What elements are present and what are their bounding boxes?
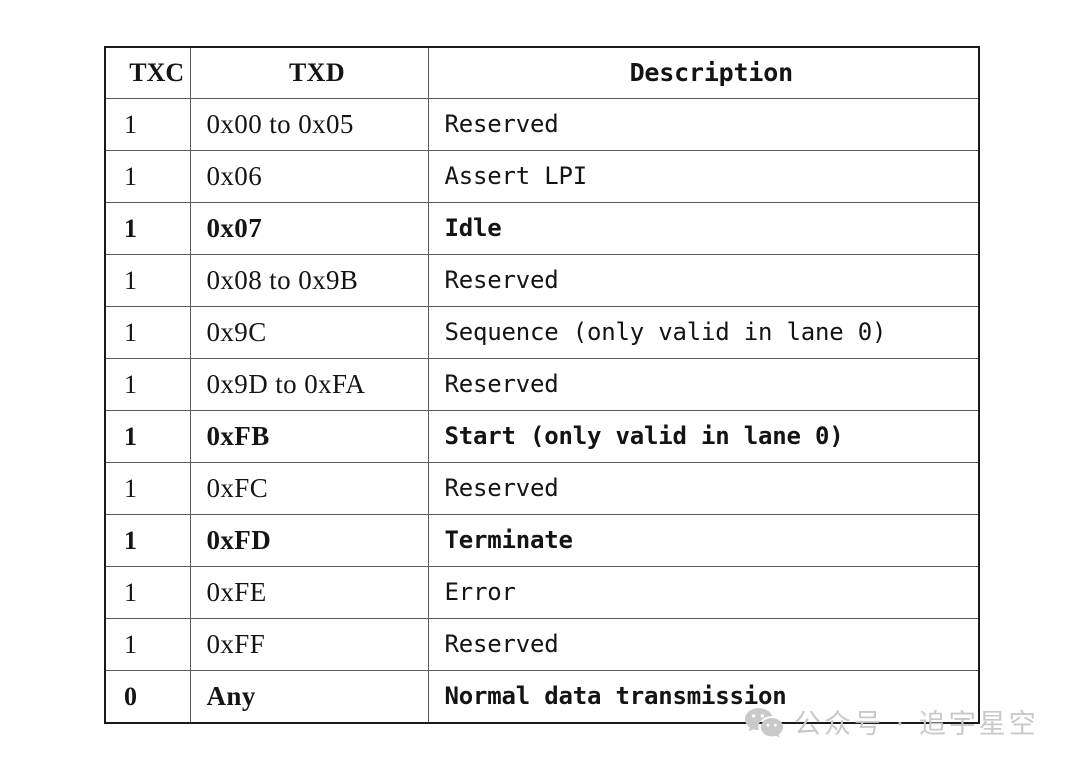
cell-txd: 0x08 to 0x9B [189, 254, 429, 307]
cell-txd: 0xFC [189, 462, 429, 515]
table-header: TXC TXD Description [104, 46, 980, 99]
cell-description-text: Assert LPI [444, 162, 588, 190]
table-row: 1 0x06 Assert LPI [104, 150, 980, 203]
cell-txc: 1 [104, 410, 191, 463]
cell-description: Normal data transmission [427, 670, 980, 724]
cell-txd: 0xFD [189, 514, 429, 567]
table-row: 1 0xFF Reserved [104, 618, 980, 671]
cell-txd-text: 0xFB [206, 421, 270, 451]
column-header-description-label: Description [629, 58, 794, 87]
cell-description: Sequence (only valid in lane 0) [427, 306, 980, 359]
cell-txc-text: 1 [124, 526, 137, 555]
cell-txc: 1 [104, 514, 191, 567]
cell-txd-text: 0xFD [206, 525, 272, 555]
cell-txd-text: 0x07 [206, 213, 263, 243]
cell-txc: 1 [104, 306, 191, 359]
table-row: 1 0x9C Sequence (only valid in lane 0) [104, 306, 980, 359]
cell-txc: 1 [104, 150, 191, 203]
cell-description: Assert LPI [427, 150, 980, 203]
cell-description: Reserved [427, 254, 980, 307]
cell-txc: 1 [104, 254, 191, 307]
table-row: 1 0xFB Start (only valid in lane 0) [104, 410, 980, 463]
cell-txd-text: 0xFF [206, 629, 266, 659]
cell-txd-text: 0x9D to 0xFA [206, 369, 366, 399]
table-header-row: TXC TXD Description [104, 46, 980, 99]
cell-description: Reserved [427, 358, 980, 411]
table-row: 1 0xFD Terminate [104, 514, 980, 567]
cell-txc-text: 0 [124, 682, 137, 711]
cell-txc-text: 1 [124, 578, 137, 607]
cell-txd-text: 0xFC [206, 473, 269, 503]
cell-txc: 1 [104, 566, 191, 619]
table-row: 1 0xFC Reserved [104, 462, 980, 515]
cell-description-text: Error [444, 578, 516, 606]
cell-txc-text: 1 [124, 214, 137, 243]
column-header-txc-label: TXC [129, 58, 185, 87]
cell-txc: 0 [104, 670, 191, 724]
cell-description-text: Sequence (only valid in lane 0) [444, 318, 887, 346]
table-row: 1 0x00 to 0x05 Reserved [104, 98, 980, 151]
cell-txd: Any [189, 670, 429, 724]
column-header-txd: TXD [189, 46, 429, 99]
cell-txd: 0x06 [189, 150, 429, 203]
cell-txc-text: 1 [124, 630, 137, 659]
cell-description-text: Reserved [444, 370, 559, 398]
column-header-txc: TXC [104, 46, 191, 99]
cell-description: Start (only valid in lane 0) [427, 410, 980, 463]
cell-description-text: Reserved [444, 474, 559, 502]
cell-txd: 0xFB [189, 410, 429, 463]
table-row: 1 0x9D to 0xFA Reserved [104, 358, 980, 411]
cell-txc-text: 1 [124, 318, 137, 347]
cell-txc: 1 [104, 202, 191, 255]
cell-txd: 0x9C [189, 306, 429, 359]
cell-description-text: Terminate [444, 526, 573, 554]
cell-description: Terminate [427, 514, 980, 567]
cell-description: Reserved [427, 462, 980, 515]
cell-txd: 0xFF [189, 618, 429, 671]
cell-txc-text: 1 [124, 474, 137, 503]
table-row: 1 0xFE Error [104, 566, 980, 619]
cell-txc: 1 [104, 462, 191, 515]
cell-txc: 1 [104, 98, 191, 151]
cell-txc: 1 [104, 618, 191, 671]
cell-txc-text: 1 [124, 266, 137, 295]
cell-txd: 0x9D to 0xFA [189, 358, 429, 411]
cell-description: Idle [427, 202, 980, 255]
cell-description: Reserved [427, 618, 980, 671]
cell-description: Error [427, 566, 980, 619]
cell-description-text: Start (only valid in lane 0) [444, 422, 844, 450]
cell-description-text: Idle [444, 214, 502, 242]
cell-txd-text: 0x9C [206, 317, 267, 347]
cell-description-text: Reserved [444, 266, 559, 294]
cell-txc: 1 [104, 358, 191, 411]
cell-txd-text: Any [206, 681, 256, 711]
cell-txc-text: 1 [124, 162, 137, 191]
table-row: 1 0x07 Idle [104, 202, 980, 255]
cell-txd-text: 0xFE [206, 577, 267, 607]
cell-txd-text: 0x06 [206, 161, 263, 191]
cell-description-text: Reserved [444, 630, 559, 658]
cell-txd: 0xFE [189, 566, 429, 619]
cell-txd: 0x07 [189, 202, 429, 255]
cell-txd: 0x00 to 0x05 [189, 98, 429, 151]
cell-txc-text: 1 [124, 422, 137, 451]
cell-description-text: Reserved [444, 110, 559, 138]
cell-description: Reserved [427, 98, 980, 151]
cell-txd-text: 0x08 to 0x9B [206, 265, 359, 295]
cell-description-text: Normal data transmission [444, 682, 787, 710]
cell-txc-text: 1 [124, 110, 137, 139]
column-header-description: Description [427, 46, 980, 99]
cell-txd-text: 0x00 to 0x05 [206, 109, 354, 139]
table-row: 1 0x08 to 0x9B Reserved [104, 254, 980, 307]
column-header-txd-label: TXD [288, 58, 346, 87]
cell-txc-text: 1 [124, 370, 137, 399]
table-row: 0 Any Normal data transmission [104, 670, 980, 724]
